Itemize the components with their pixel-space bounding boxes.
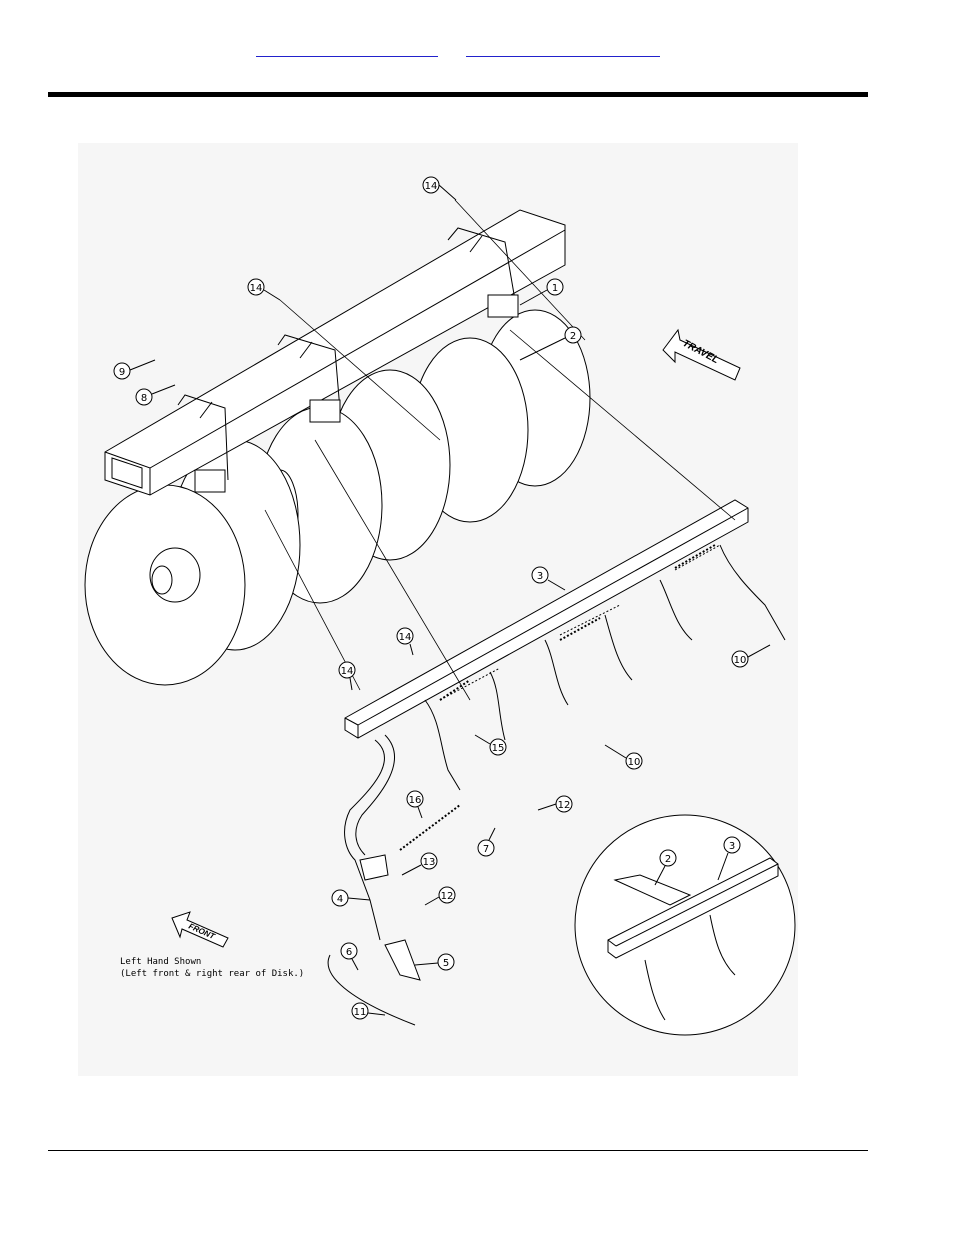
- callout: [717, 836, 741, 881]
- callout-label-16: 16: [409, 795, 422, 806]
- shank-assembly: [327, 734, 421, 1026]
- callout: [519, 278, 564, 306]
- callout-label-10: 10: [628, 757, 641, 768]
- callout-label-15: 15: [492, 743, 505, 754]
- callout-label-14: 14: [425, 181, 438, 192]
- clamp-bracket: [447, 227, 519, 318]
- callout-label-14: 14: [399, 632, 412, 643]
- callout-label-2: 2: [570, 331, 576, 342]
- callout: [135, 384, 176, 406]
- callout-label-4: 4: [337, 894, 343, 905]
- callout: [654, 849, 677, 886]
- header-rule: [48, 92, 868, 97]
- callout-label-13: 13: [423, 857, 436, 868]
- assembly-line: [264, 199, 736, 701]
- shank: [424, 544, 786, 791]
- callout-label-12: 12: [558, 800, 571, 811]
- callout: [474, 734, 507, 756]
- callout: [340, 942, 359, 971]
- note-line-2: (Left front & right rear of Disk.): [120, 969, 304, 979]
- clamp-bracket: [277, 334, 341, 423]
- callout-label-2: 2: [665, 854, 671, 865]
- callout: [537, 795, 573, 813]
- callout: [351, 1002, 386, 1020]
- callout: [401, 852, 438, 876]
- callout: [604, 744, 643, 770]
- disk-blade-front: [84, 484, 246, 686]
- travel-arrow: [662, 328, 741, 381]
- clamp-bracket: [177, 394, 229, 493]
- footer-rule: [48, 1150, 868, 1151]
- callout: [531, 566, 566, 591]
- front-label: FRONT: [187, 922, 217, 942]
- callout-label-7: 7: [483, 844, 489, 855]
- callout-label-1: 1: [552, 283, 558, 294]
- header-link-1[interactable]: [256, 40, 438, 57]
- callout-label-6: 6: [346, 947, 352, 958]
- callout-label-14: 14: [341, 666, 354, 677]
- callout: [519, 326, 582, 361]
- shank-bar: [344, 499, 749, 739]
- callout: [406, 790, 424, 819]
- callout: [113, 359, 156, 380]
- front-arrow: [171, 911, 229, 948]
- callout: [477, 827, 496, 857]
- callout: [396, 627, 414, 656]
- callout: [424, 886, 456, 906]
- callout-label-5: 5: [443, 958, 449, 969]
- callout: [414, 953, 455, 971]
- header-link-2[interactable]: [466, 40, 660, 57]
- callout-label-10: 10: [734, 655, 747, 666]
- callout-label-14: 14: [250, 283, 263, 294]
- callout-label-12: 12: [441, 891, 454, 902]
- callout: [731, 644, 771, 668]
- callout: [247, 278, 281, 301]
- callout: [422, 176, 457, 201]
- callout: [331, 889, 371, 907]
- callout-label-3: 3: [729, 841, 735, 852]
- callout: [338, 661, 356, 691]
- callout-label-9: 9: [119, 367, 125, 378]
- detail-view: [574, 814, 796, 1036]
- callout-label-11: 11: [354, 1007, 367, 1018]
- callout-label-8: 8: [141, 393, 147, 404]
- callout-label-3: 3: [537, 571, 543, 582]
- note-line-1: Left Hand Shown: [120, 957, 201, 967]
